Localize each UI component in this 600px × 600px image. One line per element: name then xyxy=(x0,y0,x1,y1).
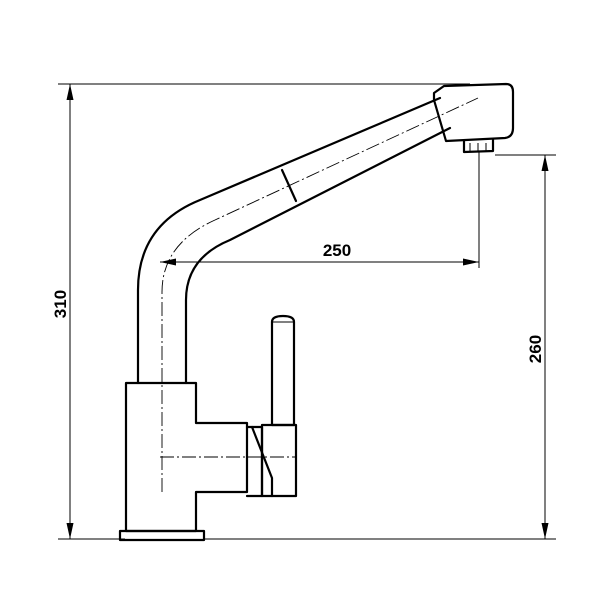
arrowhead-up xyxy=(66,84,74,100)
dimension-label-310: 310 xyxy=(51,290,70,318)
arrowhead-up xyxy=(541,155,549,171)
handle-housing xyxy=(260,423,298,498)
dimension-outlet-height: 260 xyxy=(205,154,556,540)
dimension-overall-height: 310 xyxy=(51,83,470,540)
dimension-spout-reach: 250 xyxy=(160,152,480,268)
spout-outer-edge xyxy=(136,96,442,385)
spout-center-line xyxy=(161,97,479,492)
arrowhead-right xyxy=(463,258,479,266)
faucet-body xyxy=(118,82,515,542)
lever-handle xyxy=(270,314,296,427)
handle-wedge xyxy=(250,425,274,498)
spout-inner-edge xyxy=(184,126,452,385)
dimension-label-260: 260 xyxy=(526,335,545,363)
arrowhead-down xyxy=(541,523,549,539)
valve-body xyxy=(124,381,249,533)
arrowhead-down xyxy=(66,523,74,539)
dimension-label-250: 250 xyxy=(323,241,351,260)
spray-head-nozzle xyxy=(462,137,495,154)
handle-hub xyxy=(245,425,264,498)
spray-head xyxy=(432,82,515,143)
base-plate xyxy=(118,529,206,542)
